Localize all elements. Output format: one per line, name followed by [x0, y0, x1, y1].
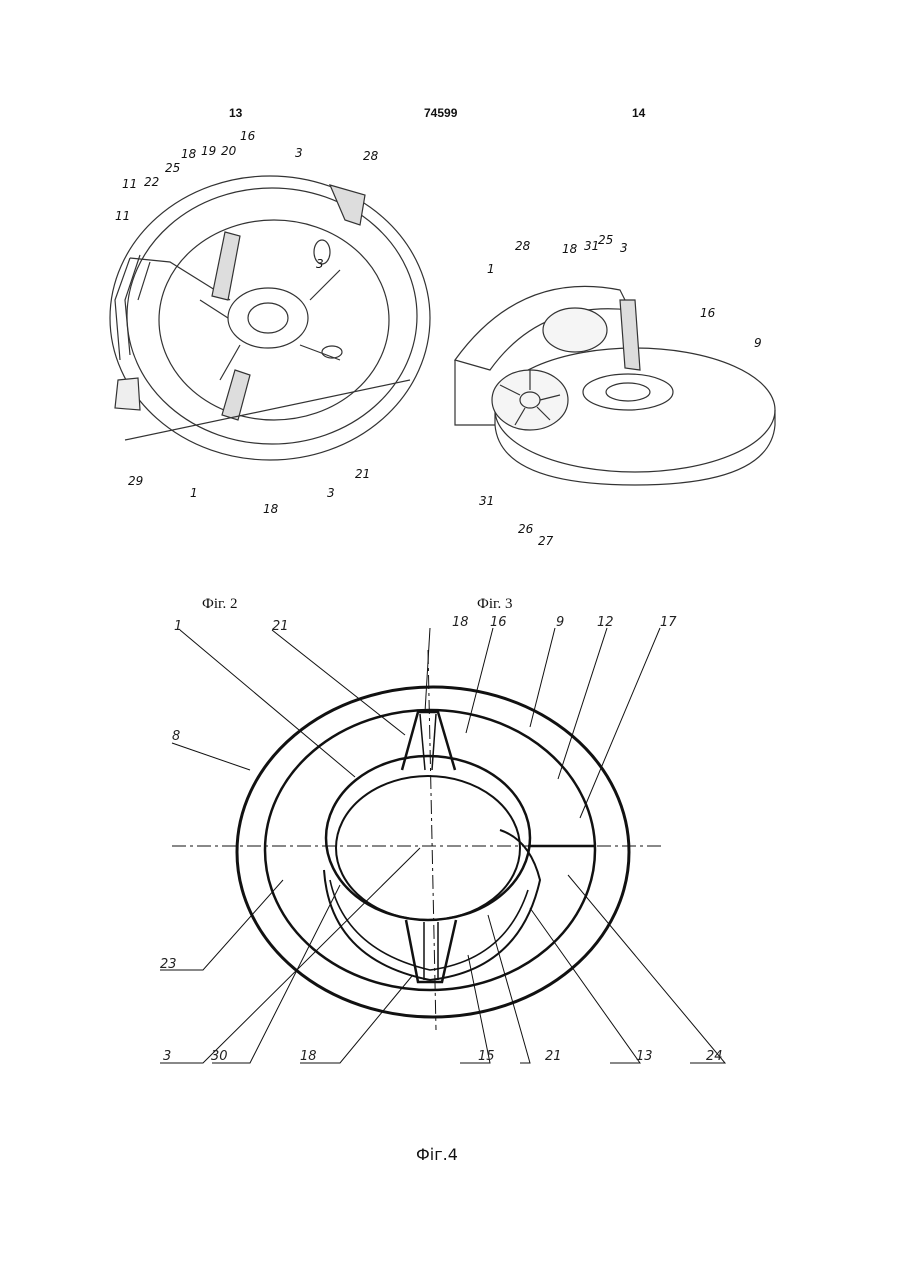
fig3-label: 1 — [487, 262, 495, 276]
fig4-label: 21 — [545, 1049, 562, 1064]
fig2-label: 22 — [144, 175, 159, 189]
fig4-label: 3 — [163, 1049, 171, 1064]
fig4-label: 21 — [272, 619, 289, 634]
fig4-caption: Фіг.4 — [416, 1145, 458, 1164]
fig4-label: 1 — [174, 619, 182, 634]
fig2-label: 19 — [201, 144, 216, 158]
fig4-label: 23 — [160, 957, 177, 972]
fig2-label: 28 — [363, 149, 379, 163]
fig4-label: 18 — [300, 1049, 317, 1064]
fig2-label: 21 — [355, 467, 370, 481]
fig2-label: 20 — [221, 144, 237, 158]
fig4-label: 24 — [706, 1049, 723, 1064]
fig4-label: 16 — [490, 615, 507, 630]
fig3-drawing — [455, 286, 775, 485]
fig3-label: 31 — [479, 494, 494, 508]
fig2-label: 11 — [115, 209, 130, 223]
fig4-label: 30 — [211, 1049, 228, 1064]
fig2-label: 16 — [240, 129, 256, 143]
fig4-label: 13 — [636, 1049, 653, 1064]
fig2-drawing — [110, 176, 430, 460]
fig2-caption: Фіг. 2 — [202, 596, 237, 613]
fig3-label: 31 — [584, 239, 599, 253]
fig3-label: 27 — [538, 534, 554, 548]
fig4-label: 15 — [478, 1049, 495, 1064]
fig3-label: 9 — [754, 336, 762, 350]
fig2-label: 18 — [263, 502, 279, 516]
fig2-label: 29 — [128, 474, 143, 488]
fig3-label: 16 — [700, 306, 716, 320]
fig3-caption: Фіг. 3 — [477, 596, 512, 613]
fig4-drawing — [160, 628, 725, 1063]
fig4-label: 18 — [452, 615, 469, 630]
fig4-label: 8 — [172, 729, 180, 744]
fig4-labels: 1 21 18 16 9 12 17 8 23 3 30 18 15 21 13… — [160, 615, 723, 1064]
fig2-label: 25 — [165, 161, 180, 175]
fig3-label: 25 — [598, 233, 613, 247]
fig4-label: 9 — [556, 615, 564, 630]
fig3-label: 3 — [620, 241, 628, 255]
fig2-label: 18 — [181, 147, 197, 161]
fig2-label: 1 — [190, 486, 198, 500]
fig2-label: 11 — [122, 177, 137, 191]
fig2-label: 3 — [327, 486, 335, 500]
fig4-label: 12 — [597, 615, 614, 630]
fig2-label: 3 — [295, 146, 303, 160]
fig3-label: 26 — [518, 522, 534, 536]
fig4-label: 17 — [660, 615, 677, 630]
fig3-label: 18 — [562, 242, 578, 256]
fig3-label: 28 — [515, 239, 531, 253]
fig2-label: 3 — [316, 257, 324, 271]
